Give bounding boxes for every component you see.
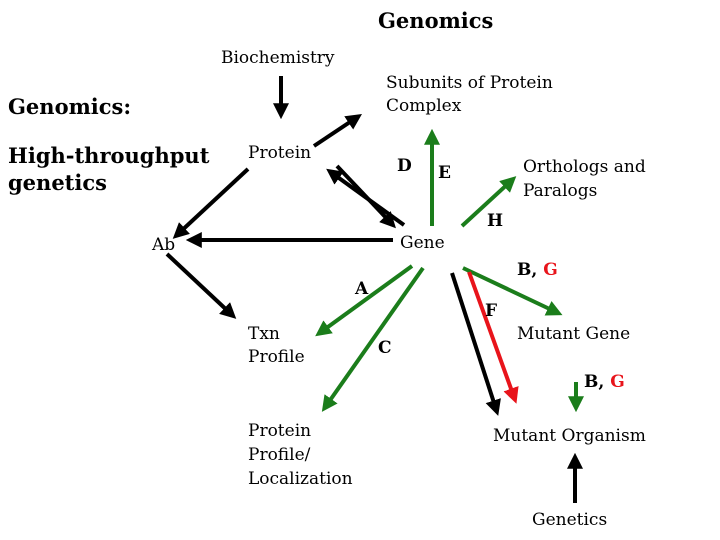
- edge-label-h: H: [487, 211, 504, 231]
- arrow-ab-to-txn-profile: [165, 252, 237, 319]
- edge-label-f: F: [485, 301, 498, 321]
- left-heading: Genomics:: [8, 94, 132, 119]
- edge-label-c: C: [378, 338, 392, 358]
- arrow-gene-to-protein: [326, 168, 406, 227]
- node-txn-profile-line-2: Profile: [248, 347, 305, 367]
- arrow-protein-to-subunits: [312, 114, 362, 148]
- node-mutant-gene: Mutant Gene: [517, 324, 631, 344]
- node-subunits-line-2: Complex: [386, 96, 462, 116]
- node-ab: Ab: [152, 235, 176, 255]
- edge-label-b-lower: B,: [584, 372, 605, 392]
- arrow-red-to-mutant-organism: [467, 271, 519, 404]
- node-mutant-organism: Mutant Organism: [493, 426, 646, 446]
- page-title: Genomics: [378, 8, 494, 33]
- arrow-gene-to-mutant-gene: [462, 266, 563, 316]
- node-protein-profile-line-2: Profile/: [248, 445, 311, 465]
- left-subheading-line-1: High-throughput: [8, 143, 210, 168]
- node-genetics: Genetics: [532, 510, 608, 530]
- node-protein: Protein: [248, 143, 312, 163]
- edge-label-g-lower: G: [610, 372, 625, 392]
- arrow-gene-to-orthologs: [460, 176, 517, 228]
- edge-label-d: D: [397, 156, 412, 176]
- edge-label-b-upper: B,: [517, 260, 538, 280]
- edge-label-bg-upper: B, G: [517, 260, 558, 281]
- node-gene: Gene: [400, 233, 445, 253]
- node-txn-profile-line-1: Txn: [248, 324, 280, 344]
- edge-label-g-upper: G: [543, 260, 558, 280]
- node-protein-profile-line-1: Protein: [248, 421, 312, 441]
- arrow-gene-to-protein-profile: [321, 266, 425, 412]
- left-subheading-line-2: genetics: [8, 170, 107, 195]
- edge-label-a: A: [355, 279, 369, 299]
- edge-label-e: E: [438, 163, 451, 183]
- arrow-gene-to-mutant-organism: [450, 272, 501, 416]
- edge-label-bg-lower: B, G: [584, 372, 625, 393]
- arrow-protein-to-ab: [172, 167, 250, 239]
- node-orthologs-line-1: Orthologs and: [523, 157, 646, 177]
- arrow-gene-to-txn-profile: [315, 264, 414, 337]
- node-subunits-line-1: Subunits of Protein: [386, 73, 553, 93]
- node-orthologs-line-2: Paralogs: [523, 181, 598, 201]
- node-protein-profile-line-3: Localization: [248, 469, 353, 489]
- node-biochemistry: Biochemistry: [221, 48, 335, 68]
